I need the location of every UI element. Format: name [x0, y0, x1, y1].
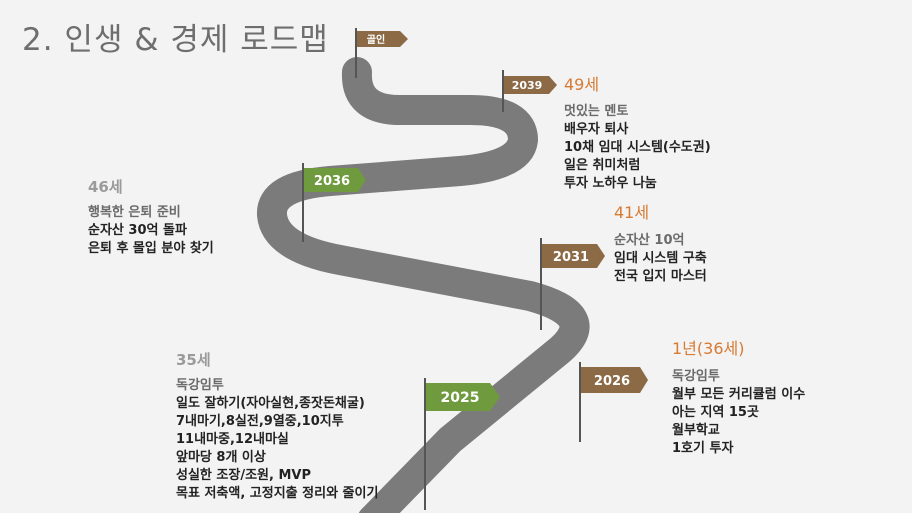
milestone-line: 일은 취미처럼	[564, 158, 641, 173]
milestone-2039-age: 49세	[564, 76, 599, 102]
milestone-line: 은퇴 후 몰입 분야 찾기	[88, 241, 214, 256]
milestone-line: 독강임투	[672, 369, 720, 384]
milestone-2025: 35세 독강임투 일도 잘하기(자아실현,종잣돈채굴) 7내마기,8실전,9열중…	[176, 351, 378, 503]
milestone-line: 투자 노하우 나눔	[564, 176, 657, 191]
milestone-age: 46세	[88, 178, 123, 196]
milestone-line: 7내마기,8실전,9열중,10지투	[176, 414, 344, 429]
milestone-line: 순자산 30억 돌파	[88, 223, 187, 238]
milestone-age: 1년(36세)	[672, 339, 745, 358]
milestone-line: 11내마중,12내마실	[176, 432, 289, 447]
flag-2036: 2036	[302, 163, 366, 242]
milestone-line: 성실한 조장/조원, MVP	[176, 468, 311, 483]
flag-2039: 2039	[502, 70, 557, 112]
milestone-2039: 멋있는 멘토 배우자 퇴사 10채 임대 시스템(수도권) 일은 취미처럼 투자…	[564, 103, 711, 193]
flag-2039-label: 2039	[512, 79, 543, 92]
milestone-2026: 독강임투 월부 모든 커리큘럼 이수 아는 지역 15곳 월부학교 1호기 투자	[672, 368, 805, 458]
milestone-2036: 46세 행복한 은퇴 준비 순자산 30억 돌파 은퇴 후 몰입 분야 찾기	[88, 178, 214, 258]
milestone-line: 앞마당 8개 이상	[176, 450, 266, 465]
flag-goal: 골인	[355, 28, 408, 78]
flag-2031: 2031	[540, 238, 605, 330]
milestone-line: 아는 지역 15곳	[672, 405, 759, 420]
milestone-line: 멋있는 멘토	[564, 104, 629, 119]
milestone-line: 1호기 투자	[672, 441, 734, 456]
milestone-line: 독강임투	[176, 378, 224, 393]
milestone-age: 41세	[614, 203, 650, 222]
milestone-line: 전국 입지 마스터	[614, 269, 707, 284]
flag-2025: 2025	[424, 378, 500, 510]
flag-2031-label: 2031	[553, 250, 589, 265]
milestone-line: 월부학교	[672, 423, 720, 438]
flag-2025-label: 2025	[441, 390, 480, 406]
milestone-line: 배우자 퇴사	[564, 122, 629, 137]
milestone-age: 49세	[564, 75, 600, 94]
milestone-line: 임대 시스템 구축	[614, 251, 707, 266]
milestone-line: 목표 저축액, 고정지출 정리와 줄이기	[176, 486, 379, 501]
milestone-line: 행복한 은퇴 준비	[88, 205, 181, 220]
milestone-line: 10채 임대 시스템(수도권)	[564, 140, 711, 155]
milestone-age: 35세	[176, 351, 211, 369]
page-title: 2. 인생 & 경제 로드맵	[22, 22, 329, 58]
flag-2036-label: 2036	[314, 174, 350, 189]
flag-2026: 2026	[579, 362, 648, 442]
milestone-line: 순자산 10억	[614, 233, 685, 248]
milestone-2031-age: 41세	[614, 204, 649, 230]
milestone-line: 일도 잘하기(자아실현,종잣돈채굴)	[176, 396, 365, 411]
milestone-2026-age: 1년(36세)	[672, 340, 744, 366]
milestone-2031: 순자산 10억 임대 시스템 구축 전국 입지 마스터	[614, 232, 707, 286]
flag-2026-label: 2026	[594, 374, 630, 389]
flag-goal-label: 골인	[367, 33, 385, 46]
milestone-line: 월부 모든 커리큘럼 이수	[672, 387, 806, 402]
